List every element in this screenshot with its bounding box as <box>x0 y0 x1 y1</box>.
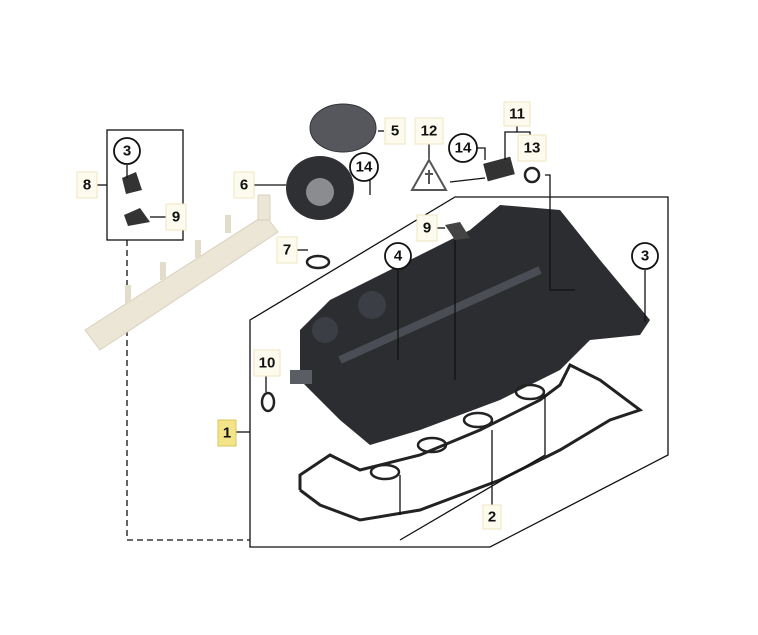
callout-12[interactable]: 12 <box>421 123 438 140</box>
callout-3-cover[interactable]: 3 <box>641 248 649 265</box>
assembly-frame <box>249 196 669 548</box>
oil-filler-cap <box>309 103 377 153</box>
sensor <box>483 156 515 182</box>
callout-9-bracket[interactable]: 9 <box>172 209 180 226</box>
callout-8[interactable]: 8 <box>83 177 91 194</box>
callout-1[interactable]: 1 <box>223 425 231 442</box>
callout-4[interactable]: 4 <box>394 248 403 265</box>
callout-10[interactable]: 10 <box>259 355 276 372</box>
callout-9-cover[interactable]: 9 <box>423 220 431 237</box>
gasket <box>298 362 644 522</box>
electrical-warning-icon <box>410 157 448 191</box>
callout-5[interactable]: 5 <box>391 123 399 140</box>
half-shell <box>445 222 470 240</box>
seal-rings <box>260 166 546 481</box>
callout-11[interactable]: 11 <box>509 106 525 123</box>
bracket-lower <box>124 208 150 226</box>
callout-14-sensor[interactable]: 14 <box>455 140 472 157</box>
callout-1-highlight <box>217 419 237 447</box>
fuel-rail <box>84 194 279 351</box>
callout-13[interactable]: 13 <box>524 140 541 157</box>
callout-14-filler[interactable]: 14 <box>356 159 373 176</box>
callout-2[interactable]: 2 <box>488 509 496 526</box>
bracket-upper <box>122 172 142 194</box>
cylinder-head-cover <box>290 205 650 445</box>
callout-6[interactable]: 6 <box>240 177 248 194</box>
leader-dashed <box>126 240 250 541</box>
callout-7[interactable]: 7 <box>283 242 291 259</box>
callout-3-bracket[interactable]: 3 <box>123 143 131 160</box>
